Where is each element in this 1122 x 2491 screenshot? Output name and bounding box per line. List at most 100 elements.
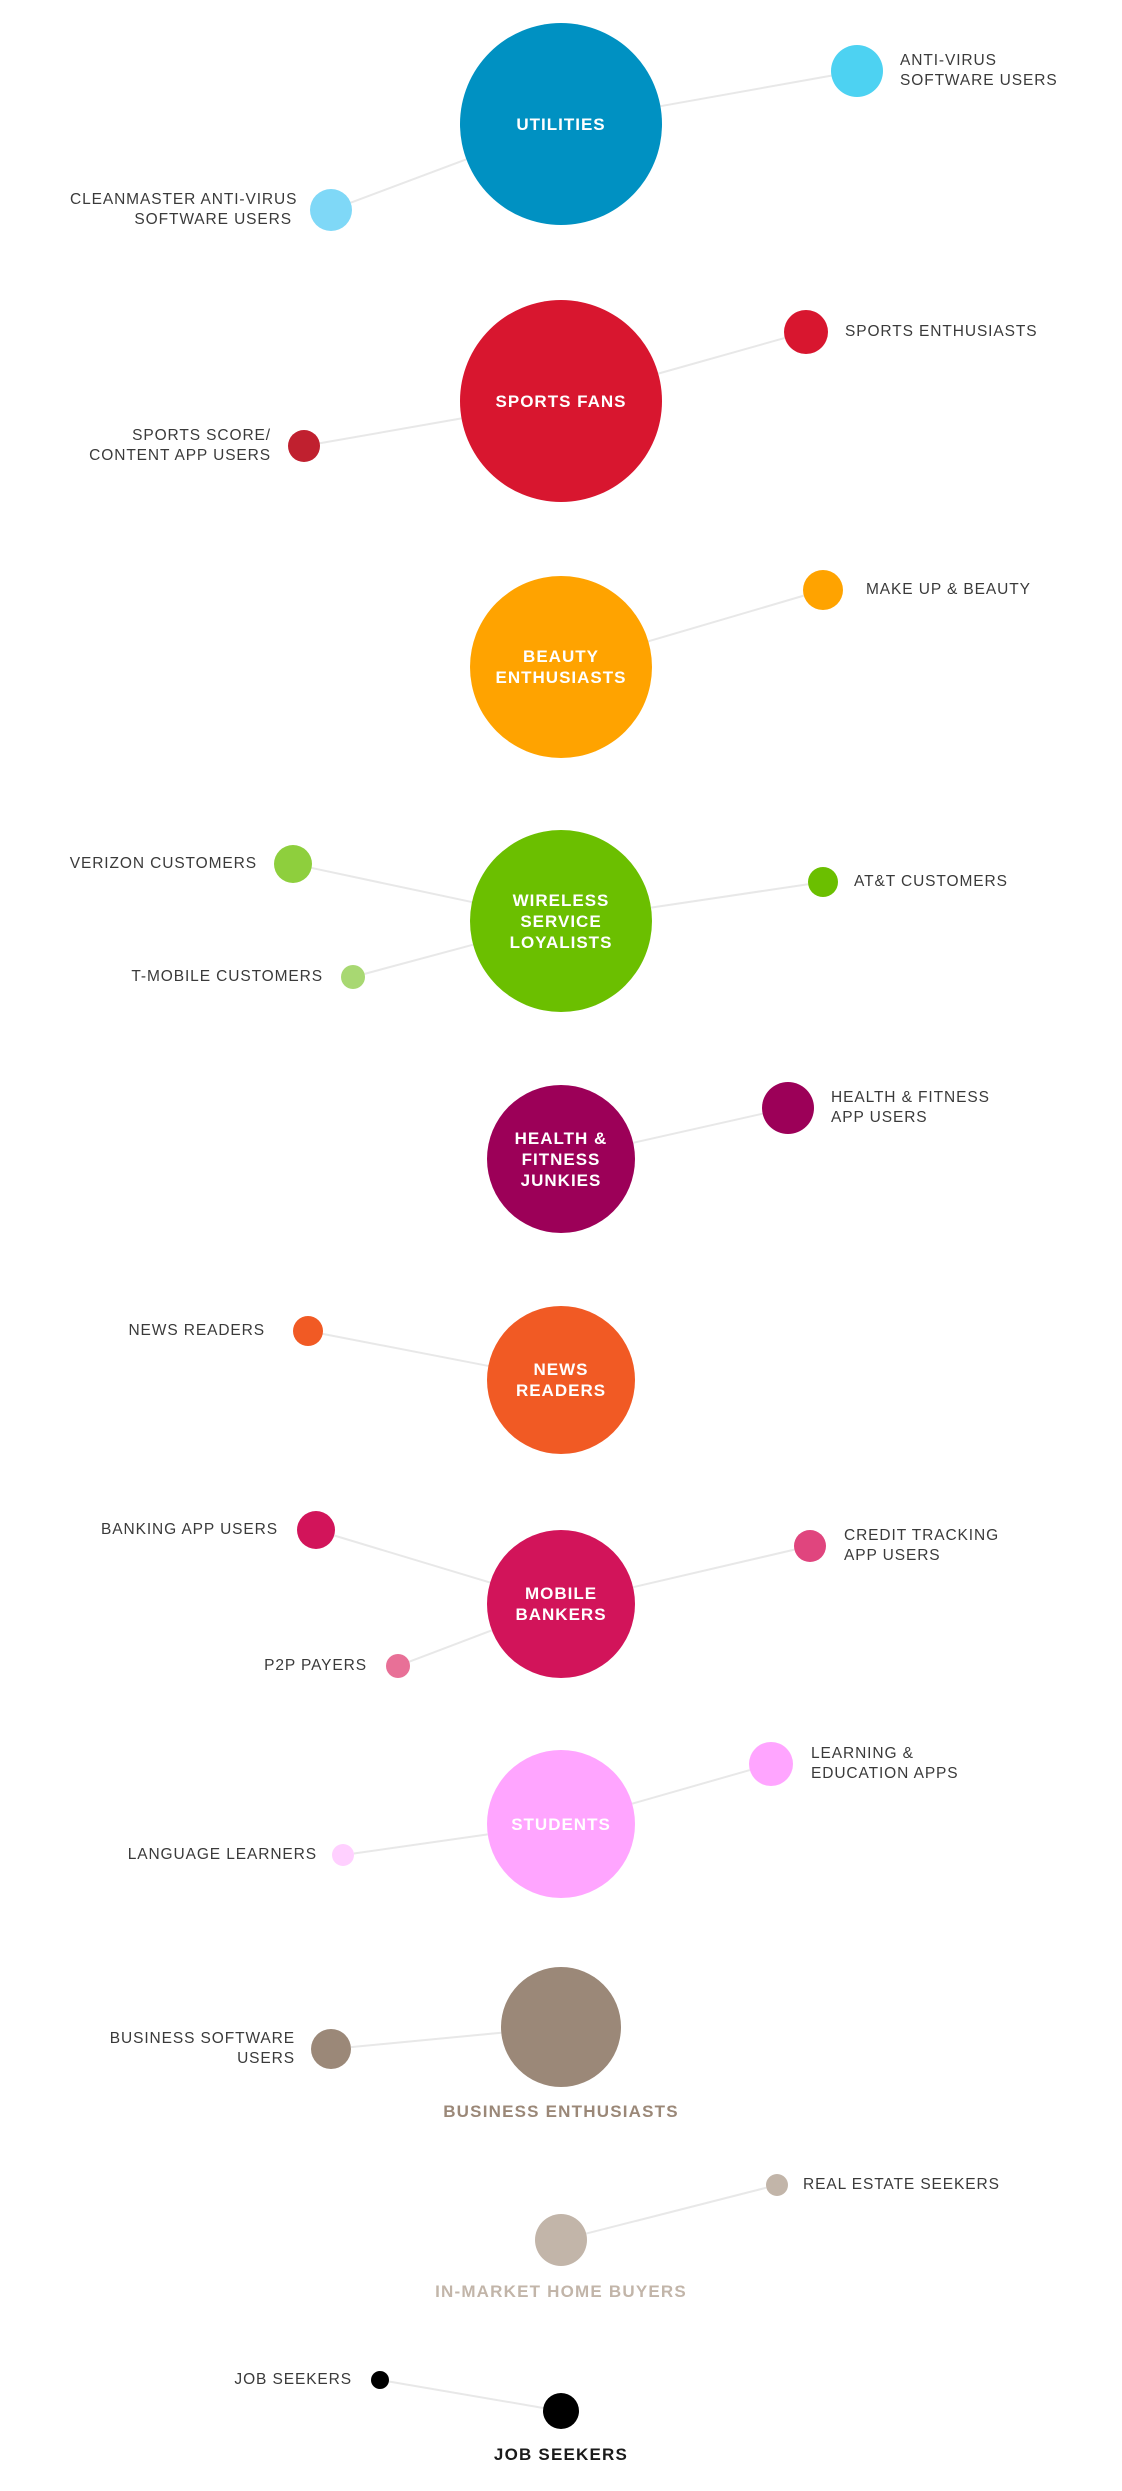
satellite-circle-make-up-and-beauty	[803, 570, 843, 610]
satellite-label-line: JOB SEEKERS	[234, 2371, 352, 2388]
hub-label-students: STUDENTS	[487, 1814, 635, 1835]
hub-circle-in-market-home-buyers	[535, 2214, 587, 2266]
hub-label-line: HEALTH &	[514, 1128, 608, 1148]
satellite-label-banking-app-users: BANKING APP USERS	[70, 1520, 278, 1540]
hub-label-line: NEWS	[533, 1360, 589, 1379]
hub-label-line: BUSINESS ENTHUSIASTS	[443, 2102, 679, 2121]
satellite-label-t-mobile-customers: T-MOBILE CUSTOMERS	[100, 967, 323, 987]
satellite-label-line: CONTENT APP USERS	[89, 447, 271, 464]
satellite-circle-p2p-payers	[386, 1654, 410, 1678]
satellite-circle-banking-app-users	[297, 1511, 335, 1549]
satellite-label-line: LANGUAGE LEARNERS	[127, 1846, 317, 1863]
satellite-label-make-up-and-beauty: MAKE UP & BEAUTY	[866, 580, 1066, 600]
satellite-label-job-seekers: JOB SEEKERS	[200, 2370, 352, 2390]
satellite-label-real-estate-seekers: REAL ESTATE SEEKERS	[803, 2175, 1003, 2195]
satellite-label-line: HEALTH & FITNESS	[831, 1089, 990, 1106]
satellite-label-anti-virus-software-users: ANTI-VIRUS SOFTWARE USERS	[900, 51, 1100, 91]
connector-line	[353, 1833, 488, 1855]
hub-circle-utilities	[460, 23, 662, 225]
connector-line	[350, 158, 467, 204]
satellite-label-news-readers: NEWS READERS	[90, 1321, 265, 1341]
satellite-label-line: BANKING APP USERS	[101, 1521, 278, 1538]
hub-circle-sports-fans	[460, 300, 662, 502]
satellite-label-language-learners: LANGUAGE LEARNERS	[90, 1845, 317, 1865]
connector-line	[333, 1534, 491, 1584]
hub-label-line: IN-MARKET HOME BUYERS	[435, 2282, 687, 2301]
hub-label-line: SERVICE	[520, 911, 602, 931]
connector-line	[322, 1332, 489, 1367]
satellite-label-line: USERS	[237, 2050, 295, 2067]
hub-label-line: BEAUTY	[523, 647, 599, 666]
satellite-label-line: AT&T CUSTOMERS	[854, 873, 1008, 890]
connector-line	[660, 74, 832, 108]
connector-line	[350, 2031, 502, 2049]
connector-line	[388, 2380, 544, 2409]
hub-circle-news-readers	[487, 1306, 635, 1454]
satellite-label-line: VERIZON CUSTOMERS	[69, 855, 257, 872]
satellite-label-line: SOFTWARE USERS	[134, 211, 292, 228]
satellite-label-line: ANTI-VIRUS	[900, 52, 997, 69]
connector-line	[408, 1629, 493, 1663]
hub-label-in-market-home-buyers: IN-MARKET HOME BUYERS	[361, 2281, 761, 2302]
satellite-label-atandt-customers: AT&T CUSTOMERS	[854, 872, 1054, 892]
hub-circle-mobile-bankers	[487, 1530, 635, 1678]
satellite-label-line: EDUCATION APPS	[811, 1765, 959, 1782]
satellite-label-line: REAL ESTATE SEEKERS	[803, 2176, 1000, 2193]
hub-circle-job-seekers	[543, 2393, 579, 2429]
connector-line	[657, 337, 786, 375]
satellite-circle-t-mobile-customers	[341, 965, 365, 989]
hub-label-line: SPORTS FANS	[495, 391, 627, 411]
satellite-label-line: MAKE UP & BEAUTY	[866, 581, 1031, 598]
connector-line	[650, 883, 809, 909]
satellite-label-sports-enthusiasts: SPORTS ENTHUSIASTS	[845, 322, 1045, 342]
hub-circle-health-and-fitness-junkies	[487, 1085, 635, 1233]
satellite-label-line: LEARNING &	[811, 1745, 914, 1762]
satellite-circle-cleanmaster-anti-virus-software-users	[310, 189, 352, 231]
connector-line	[648, 594, 805, 643]
satellite-circle-sports-score-content-app-users	[288, 430, 320, 462]
satellite-label-business-software-users: BUSINESS SOFTWARE USERS	[80, 2029, 295, 2069]
satellite-label-line: NEWS READERS	[128, 1322, 265, 1339]
hub-label-business-enthusiasts: BUSINESS ENTHUSIASTS	[361, 2101, 761, 2122]
hub-label-utilities: UTILITIES	[460, 114, 662, 135]
satellite-circle-atandt-customers	[808, 867, 838, 897]
hub-circle-wireless-service-loyalists	[470, 830, 652, 1012]
hub-label-line: UTILITIES	[516, 114, 606, 134]
hub-label-line: STUDENTS	[511, 1814, 611, 1834]
satellite-label-learning-and-education-apps: LEARNING & EDUCATION APPS	[811, 1744, 1011, 1784]
hub-label-line: FITNESS	[521, 1149, 601, 1169]
hub-label-line: LOYALISTS	[509, 932, 613, 952]
hub-label-job-seekers: JOB SEEKERS	[361, 2444, 761, 2465]
connector-line	[632, 1112, 763, 1144]
satellite-circle-job-seekers	[371, 2371, 389, 2389]
satellite-circle-credit-tracking-app-users	[794, 1530, 826, 1562]
connector-line	[631, 1769, 751, 1805]
connector-line	[319, 417, 462, 445]
hub-label-line: BANKERS	[515, 1605, 607, 1624]
hub-circle-business-enthusiasts	[501, 1967, 621, 2087]
hub-label-line: JOB SEEKERS	[493, 2445, 629, 2464]
hub-circle-students	[487, 1750, 635, 1898]
hub-label-news-readers: NEWS READERS	[487, 1359, 635, 1401]
satellite-label-verizon-customers: VERIZON CUSTOMERS	[60, 854, 257, 874]
satellite-label-line: SOFTWARE USERS	[900, 72, 1058, 89]
satellite-circle-health-and-fitness-app-users	[762, 1082, 814, 1134]
satellite-label-line: CLEANMASTER ANTI-VIRUS	[70, 191, 298, 208]
satellite-circle-learning-and-education-apps	[749, 1742, 793, 1786]
satellite-circle-news-readers	[293, 1316, 323, 1346]
hub-label-line: READERS	[515, 1381, 607, 1400]
satellite-label-line: SPORTS ENTHUSIASTS	[845, 323, 1038, 340]
hub-label-line: JUNKIES	[520, 1170, 602, 1190]
connector-line	[632, 1548, 795, 1589]
satellite-circle-verizon-customers	[274, 845, 312, 883]
satellite-label-line: BUSINESS SOFTWARE	[109, 2030, 295, 2047]
satellite-label-cleanmaster-anti-virus-software-users: CLEANMASTER ANTI-VIRUS SOFTWARE USERS	[70, 190, 298, 230]
satellite-label-p2p-payers: P2P PAYERS	[200, 1656, 367, 1676]
